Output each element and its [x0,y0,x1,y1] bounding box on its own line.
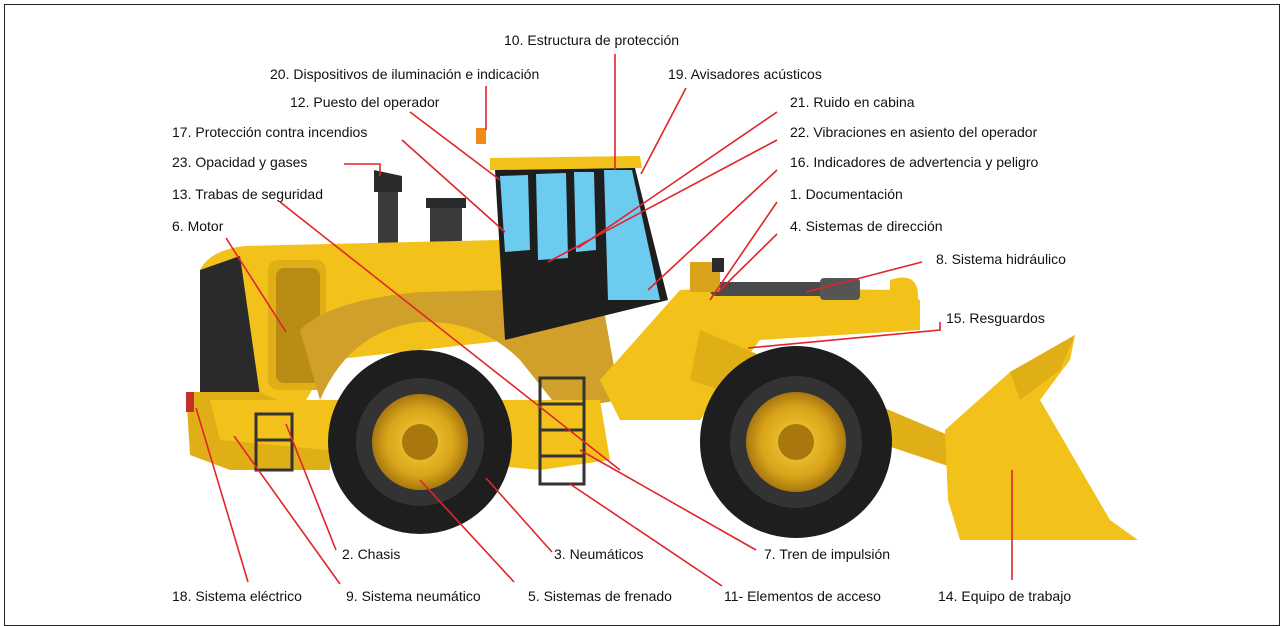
leader-line-8 [805,261,923,293]
leader-line-13 [279,201,621,471]
exhaust-stack [374,170,402,248]
label-19-horns: 19. Avisadores acústicos [668,66,822,82]
bucket [945,335,1138,540]
leader-line-11 [569,483,723,587]
label-1-documentation: 1. Documentación [790,186,903,202]
leader-line-23 [344,163,381,176]
leader-line-22 [547,139,778,263]
label-5-braking: 5. Sistemas de frenado [528,588,672,604]
leader-line-19 [640,87,687,175]
label-3-tires: 3. Neumáticos [554,546,644,562]
label-2-chassis: 2. Chasis [342,546,401,562]
label-7-drivetrain: 7. Tren de impulsión [764,546,891,562]
label-21-cab-noise: 21. Ruido en cabina [790,94,915,110]
label-4-steering: 4. Sistemas de dirección [790,218,943,234]
label-14-work-equipment: 14. Equipo de trabajo [938,588,1072,604]
leader-line-4 [717,233,778,293]
leader-line-6 [225,237,287,333]
label-6-engine: 6. Motor [172,218,224,234]
label-18-electrical-system: 18. Sistema eléctrico [172,588,302,604]
leader-line-5 [419,479,515,583]
leader-line-21 [577,111,778,249]
label-15-guards: 15. Resguardos [946,310,1045,326]
leader-line-12 [409,111,501,181]
leader-line-15 [747,322,941,349]
leader-line-16 [647,169,778,291]
leader-lines [195,54,1013,587]
label-16-warning-indicators: 16. Indicadores de advertencia y peligro [790,154,1039,170]
leader-line-1 [709,201,778,301]
label-22-seat-vibration: 22. Vibraciones en asiento del operador [790,124,1038,140]
label-8-hydraulic-system: 8. Sistema hidráulico [936,251,1066,267]
leader-line-2 [285,423,337,551]
leader-line-17 [401,139,506,233]
air-cleaner [426,198,466,245]
label-9-pneumatic-system: 9. Sistema neumático [346,588,481,604]
label-10-protective-structure: 10. Estructura de protección [504,32,680,48]
rear-wheel [328,350,512,534]
label-11-access-elements: 11- Elementos de acceso [724,588,881,604]
label-17-fire-protection: 17. Protección contra incendios [172,124,368,140]
leader-line-3 [485,477,553,553]
label-13-safety-locks: 13. Trabas de seguridad [172,186,323,202]
label-20-lighting-devices: 20. Dispositivos de iluminación e indica… [270,66,540,82]
label-12-operator-station: 12. Puesto del operador [290,94,440,110]
label-23-opacity-gases: 23. Opacidad y gases [172,154,308,170]
access-ladders [254,376,586,486]
operator-cab [476,128,668,340]
leader-line-18 [195,407,249,583]
leader-line-7 [579,449,757,551]
leader-line-9 [233,435,341,585]
front-wheel [700,346,892,538]
